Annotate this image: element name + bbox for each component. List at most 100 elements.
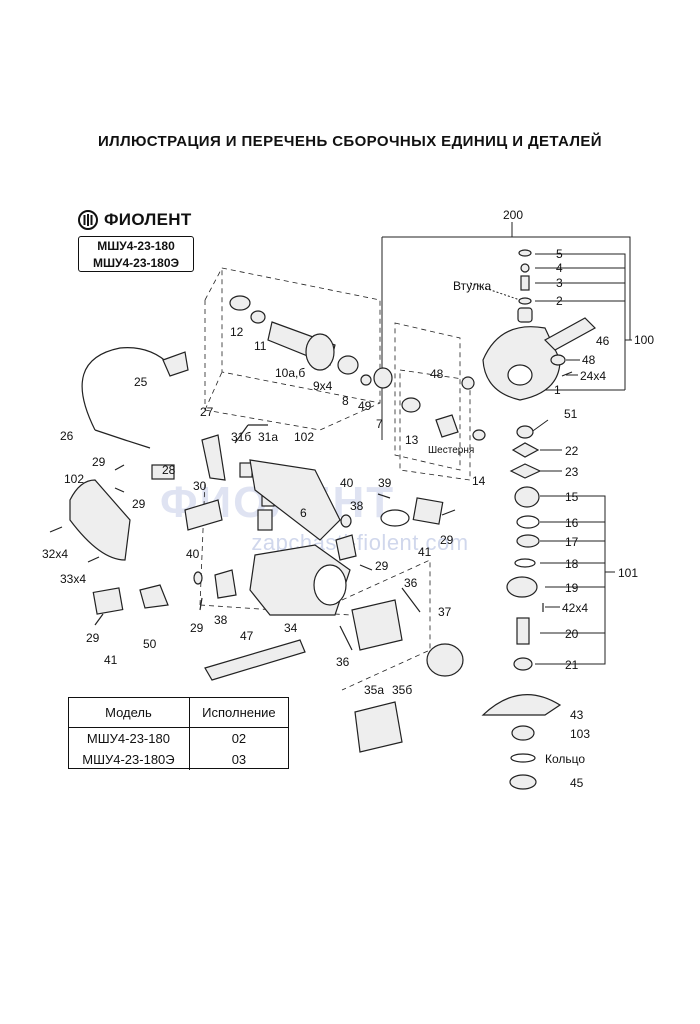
part-29-screw bbox=[441, 509, 456, 516]
brand-name: ФИОЛЕНТ bbox=[104, 210, 192, 229]
part-29-screw bbox=[114, 464, 125, 471]
part-7-bearing bbox=[373, 367, 393, 389]
label-200: 200 bbox=[503, 208, 523, 222]
label-29: 29 bbox=[375, 559, 389, 573]
table-header-row: Модель Исполнение bbox=[68, 697, 288, 728]
part-23-gasket bbox=[509, 463, 542, 479]
table-cell-model: МШУ4-23-180Э bbox=[82, 752, 175, 767]
label-34: 34 bbox=[284, 621, 298, 635]
table-row: МШУ4-23-180 02 bbox=[68, 727, 288, 749]
label-11: 11 bbox=[254, 339, 267, 353]
model-name: МШУ4-23-180 bbox=[97, 239, 175, 253]
label-38: 38 bbox=[214, 613, 228, 627]
label-41: 41 bbox=[104, 653, 118, 667]
label-3: 3 bbox=[556, 276, 563, 290]
label-32x4: 32x4 bbox=[42, 547, 68, 561]
label-4: 4 bbox=[556, 261, 563, 275]
part-51 bbox=[516, 425, 534, 439]
label-vtulka: Втулка bbox=[453, 279, 491, 293]
bracket-200 bbox=[381, 222, 631, 440]
label-30: 30 bbox=[193, 479, 207, 493]
bracket-100 bbox=[545, 253, 632, 391]
label-1: 1 bbox=[554, 383, 561, 397]
label-29: 29 bbox=[440, 533, 454, 547]
label-9x4: 9x4 bbox=[313, 379, 333, 393]
part-8-plate bbox=[337, 355, 359, 375]
part-4-nut bbox=[520, 263, 530, 273]
part-11-ring bbox=[250, 310, 266, 324]
part-39-ring bbox=[380, 509, 410, 527]
label-35b: 35б bbox=[392, 683, 412, 697]
label-7: 7 bbox=[376, 417, 383, 431]
page-title: ИЛЛЮСТРАЦИЯ И ПЕРЕЧЕНЬ СБОРОЧНЫХ ЕДИНИЦ … bbox=[98, 133, 602, 150]
label-12: 12 bbox=[230, 325, 244, 339]
label-37: 37 bbox=[438, 605, 452, 619]
part-102-handle-right bbox=[249, 459, 341, 541]
label-102: 102 bbox=[64, 472, 84, 486]
part-47-wrench bbox=[204, 639, 306, 681]
part-30-lever bbox=[184, 499, 223, 531]
label-45: 45 bbox=[570, 776, 584, 790]
part-15-gear bbox=[514, 486, 540, 508]
label-2: 2 bbox=[556, 294, 563, 308]
label-29: 29 bbox=[132, 497, 146, 511]
part-26-cable bbox=[94, 429, 151, 449]
part-38-holder bbox=[335, 534, 357, 561]
label-48: 48 bbox=[582, 353, 596, 367]
part-22-gasket bbox=[511, 442, 540, 458]
label-29: 29 bbox=[86, 631, 100, 645]
part-gear-housing bbox=[482, 326, 561, 401]
assembly-outline-gear bbox=[394, 322, 461, 471]
part-3-pin bbox=[520, 275, 530, 291]
part-6-brush bbox=[257, 509, 273, 531]
label-18: 18 bbox=[565, 557, 579, 571]
variants-table: Модель Исполнение МШУ4-23-180 02 МШУ4-23… bbox=[68, 697, 288, 770]
part-16-ring bbox=[516, 515, 540, 529]
part-48-plug bbox=[550, 354, 566, 366]
part-20-spindle bbox=[516, 617, 530, 645]
part-25-cable bbox=[81, 347, 171, 431]
label-38: 38 bbox=[350, 499, 364, 513]
label-19: 19 bbox=[565, 581, 579, 595]
part-29-screw bbox=[114, 487, 125, 493]
label-29: 29 bbox=[190, 621, 204, 635]
label-103: 103 bbox=[570, 727, 590, 741]
part-41-plate bbox=[412, 497, 444, 525]
table-cell-model: МШУ4-23-180 bbox=[86, 731, 170, 746]
label-41: 41 bbox=[418, 545, 432, 559]
label-shesternya: Шестерня bbox=[428, 445, 474, 456]
label-24x4: 24x4 bbox=[580, 369, 606, 383]
part-24-screw bbox=[561, 371, 573, 377]
table-row: МШУ4-23-180Э 03 bbox=[68, 749, 288, 770]
label-27: 27 bbox=[200, 405, 214, 419]
part-14-nut bbox=[472, 429, 486, 441]
label-5: 5 bbox=[556, 247, 563, 261]
label-39: 39 bbox=[378, 476, 392, 490]
part-13-ring bbox=[401, 397, 421, 413]
table-cell-variant: 02 bbox=[188, 727, 288, 749]
label-47: 47 bbox=[240, 629, 254, 643]
part-35-stator-alt bbox=[354, 701, 403, 753]
part-19-flange bbox=[506, 576, 538, 598]
fiolent-logo-icon bbox=[78, 210, 98, 230]
part-ring bbox=[510, 753, 536, 763]
part-36-screw bbox=[401, 587, 421, 613]
part-27-switch bbox=[201, 434, 226, 481]
part-29-screw bbox=[377, 493, 391, 499]
label-102: 102 bbox=[294, 430, 314, 444]
label-10ab: 10а,б bbox=[275, 366, 305, 380]
bracket-101 bbox=[548, 495, 615, 665]
part-35-stator bbox=[351, 599, 403, 651]
label-100: 100 bbox=[634, 333, 654, 347]
label-49: 49 bbox=[358, 399, 372, 413]
part-50-capacitor bbox=[139, 584, 169, 609]
label-101: 101 bbox=[618, 566, 638, 580]
part-41-cover bbox=[92, 587, 124, 615]
label-13: 13 bbox=[405, 433, 419, 447]
part-2-ring bbox=[518, 297, 532, 305]
part-29-screw bbox=[359, 564, 373, 571]
part-29-screw bbox=[94, 613, 104, 626]
part-31b bbox=[239, 462, 253, 478]
model-box: МШУ4-23-180 МШУ4-23-180Э bbox=[78, 236, 194, 272]
part-5-washer bbox=[518, 249, 532, 257]
